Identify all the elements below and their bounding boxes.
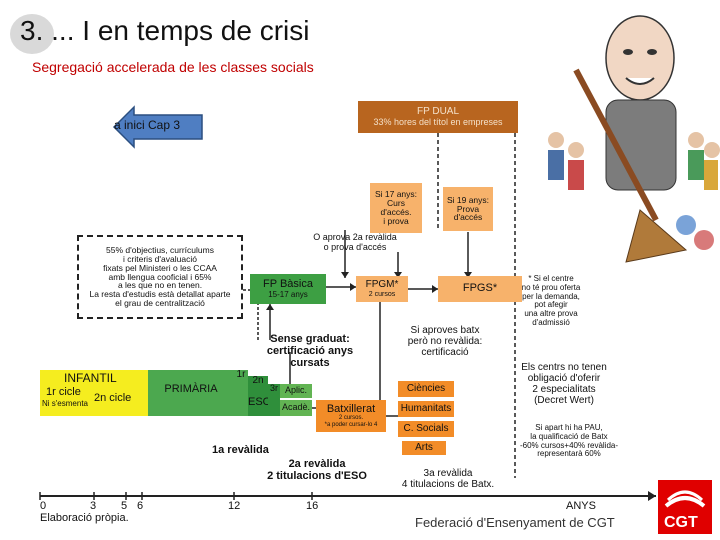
batxillerat-box: Batxillerat 2 cursos. *a poder cursar-lo… [316, 400, 386, 432]
modality-ciencies: Ciències [398, 381, 454, 397]
access-17-box: Si 17 anys: Curs d'accés. i prova [370, 183, 422, 233]
modality-humanitats: Humanitats [398, 401, 454, 417]
curriculum-objectives-note: 55% d'objectius, currículums i criteris … [77, 235, 243, 319]
note-line: certificació anys cursats [250, 345, 370, 369]
cgt-logo: CGT [658, 480, 712, 534]
fp-dual-subtitle: 33% hores del títol en empreses [373, 118, 502, 127]
primaria-stage: PRIMÀRIA [148, 370, 234, 416]
footer-text: Federació d'Ensenyament de CGT [415, 516, 615, 530]
eso-academic-track: Acadè. [280, 400, 312, 416]
aplic-label: Aplic. [285, 386, 307, 395]
revalida-line: 3a revàlida [396, 468, 500, 479]
cgt-logo-text: CGT [664, 514, 698, 532]
access-17-line: i prova [383, 217, 409, 226]
fpgs-title: FPGS* [463, 283, 497, 295]
pau-note: Si apart hi ha PAU, la qualificació de B… [510, 424, 628, 459]
note-line: certificació [404, 347, 486, 358]
modality-label: Arts [415, 443, 433, 454]
eso-2n-label: 2n [252, 376, 263, 387]
revalida-2-label: 2a revàlida 2 titulacions d'ESO [262, 458, 372, 482]
revalida-line: 4 titulacions de Batx. [396, 479, 500, 490]
fp-basica-box: FP Bàsica 15-17 anys [250, 274, 326, 304]
note-line: Sense graduat: [250, 333, 370, 345]
note-line: Els centrs no tenen [520, 362, 608, 373]
infantil-stage: INFANTIL 1r cicle Ni s'esmenta 2n cicle [40, 370, 148, 416]
revalida-line: 2 titulacions d'ESO [262, 470, 372, 482]
cicle1-label: 1r cicle [46, 386, 81, 398]
modality-arts: Arts [402, 441, 446, 455]
fpgm-title: FPGM* [366, 280, 399, 291]
fpgm-box: FPGM* 2 cursos [356, 276, 408, 302]
cicle2-label: 2n cicle [94, 392, 131, 404]
modality-label: C. Socials [403, 424, 448, 435]
modality-label: Ciències [407, 384, 445, 395]
fp-dual-box: FP DUAL 33% hores del títol en empreses [358, 101, 518, 133]
note-line: obligació d'oferir [520, 373, 608, 384]
revalida-or-access-note: O aprova 2a revàlida o prova d'accés [310, 233, 400, 253]
axis-label: ANYS [566, 500, 596, 512]
note-line: o prova d'accés [310, 243, 400, 253]
axis-tick: 3 [90, 500, 96, 512]
primaria-label: PRIMÀRIA [164, 384, 217, 396]
fp-basica-title: FP Bàsica [263, 279, 313, 291]
modality-label: Humanitats [401, 404, 452, 415]
note-line: però no revàlida: [404, 336, 486, 347]
fp-basica-subtitle: 15-17 anys [268, 291, 308, 299]
fp-dual-title: FP DUAL [417, 107, 459, 118]
modality-c-socials: C. Socials [398, 421, 454, 437]
eso-1r-label: 1r [237, 370, 246, 381]
revalida-1-label: 1a revàlida [212, 444, 269, 456]
note-line: 2 especialitats [520, 384, 608, 395]
eso-1r-stage: 1r [234, 370, 248, 416]
access-19-box: Si 19 anys: Prova d'accés [443, 187, 493, 231]
batx-label: Batxillerat [327, 404, 375, 416]
fpgm-subtitle: 2 cursos [369, 291, 395, 298]
eso-3r-stage: 3r [268, 384, 280, 416]
infantil-label: INFANTIL [64, 372, 117, 385]
note-line: representarà 60% [510, 450, 628, 459]
axis-tick: 0 [40, 500, 46, 512]
fpgs-box: FPGS* [438, 276, 522, 302]
note-line: Si aproves batx [404, 325, 486, 336]
axis-tick: 5 [121, 500, 127, 512]
centres-specialities-note: Els centrs no tenen obligació d'oferir 2… [520, 362, 608, 406]
cicle1-sublabel: Ni s'esmenta [42, 400, 88, 409]
batx-no-revalida-note: Si aproves batx però no revàlida: certif… [404, 325, 486, 358]
access-19-line: d'accés [454, 213, 483, 222]
revalida-3-label: 3a revàlida 4 titulacions de Batx. [396, 468, 500, 490]
batx-sublabel: *a poder cursar-lo 4 [325, 422, 378, 428]
axis-tick: 16 [306, 500, 318, 512]
centre-offer-note: * Si el centre no té prou oferta per la … [516, 275, 586, 328]
note-line: (Decret Wert) [520, 395, 608, 406]
acade-label: Acadè. [282, 403, 310, 412]
eso-3r-label: 3r [270, 384, 278, 393]
no-graduate-note: Sense graduat: certificació anys cursats [250, 333, 370, 369]
note-line: d'admissió [516, 319, 586, 328]
revalida-line: 2a revàlida [262, 458, 372, 470]
note-line: el grau de centralització [115, 299, 205, 308]
eso-applied-track: Aplic. [280, 384, 312, 398]
axis-tick: 6 [137, 500, 143, 512]
axis-tick: 12 [228, 500, 240, 512]
source-note: Elaboració pròpia. [40, 512, 129, 524]
